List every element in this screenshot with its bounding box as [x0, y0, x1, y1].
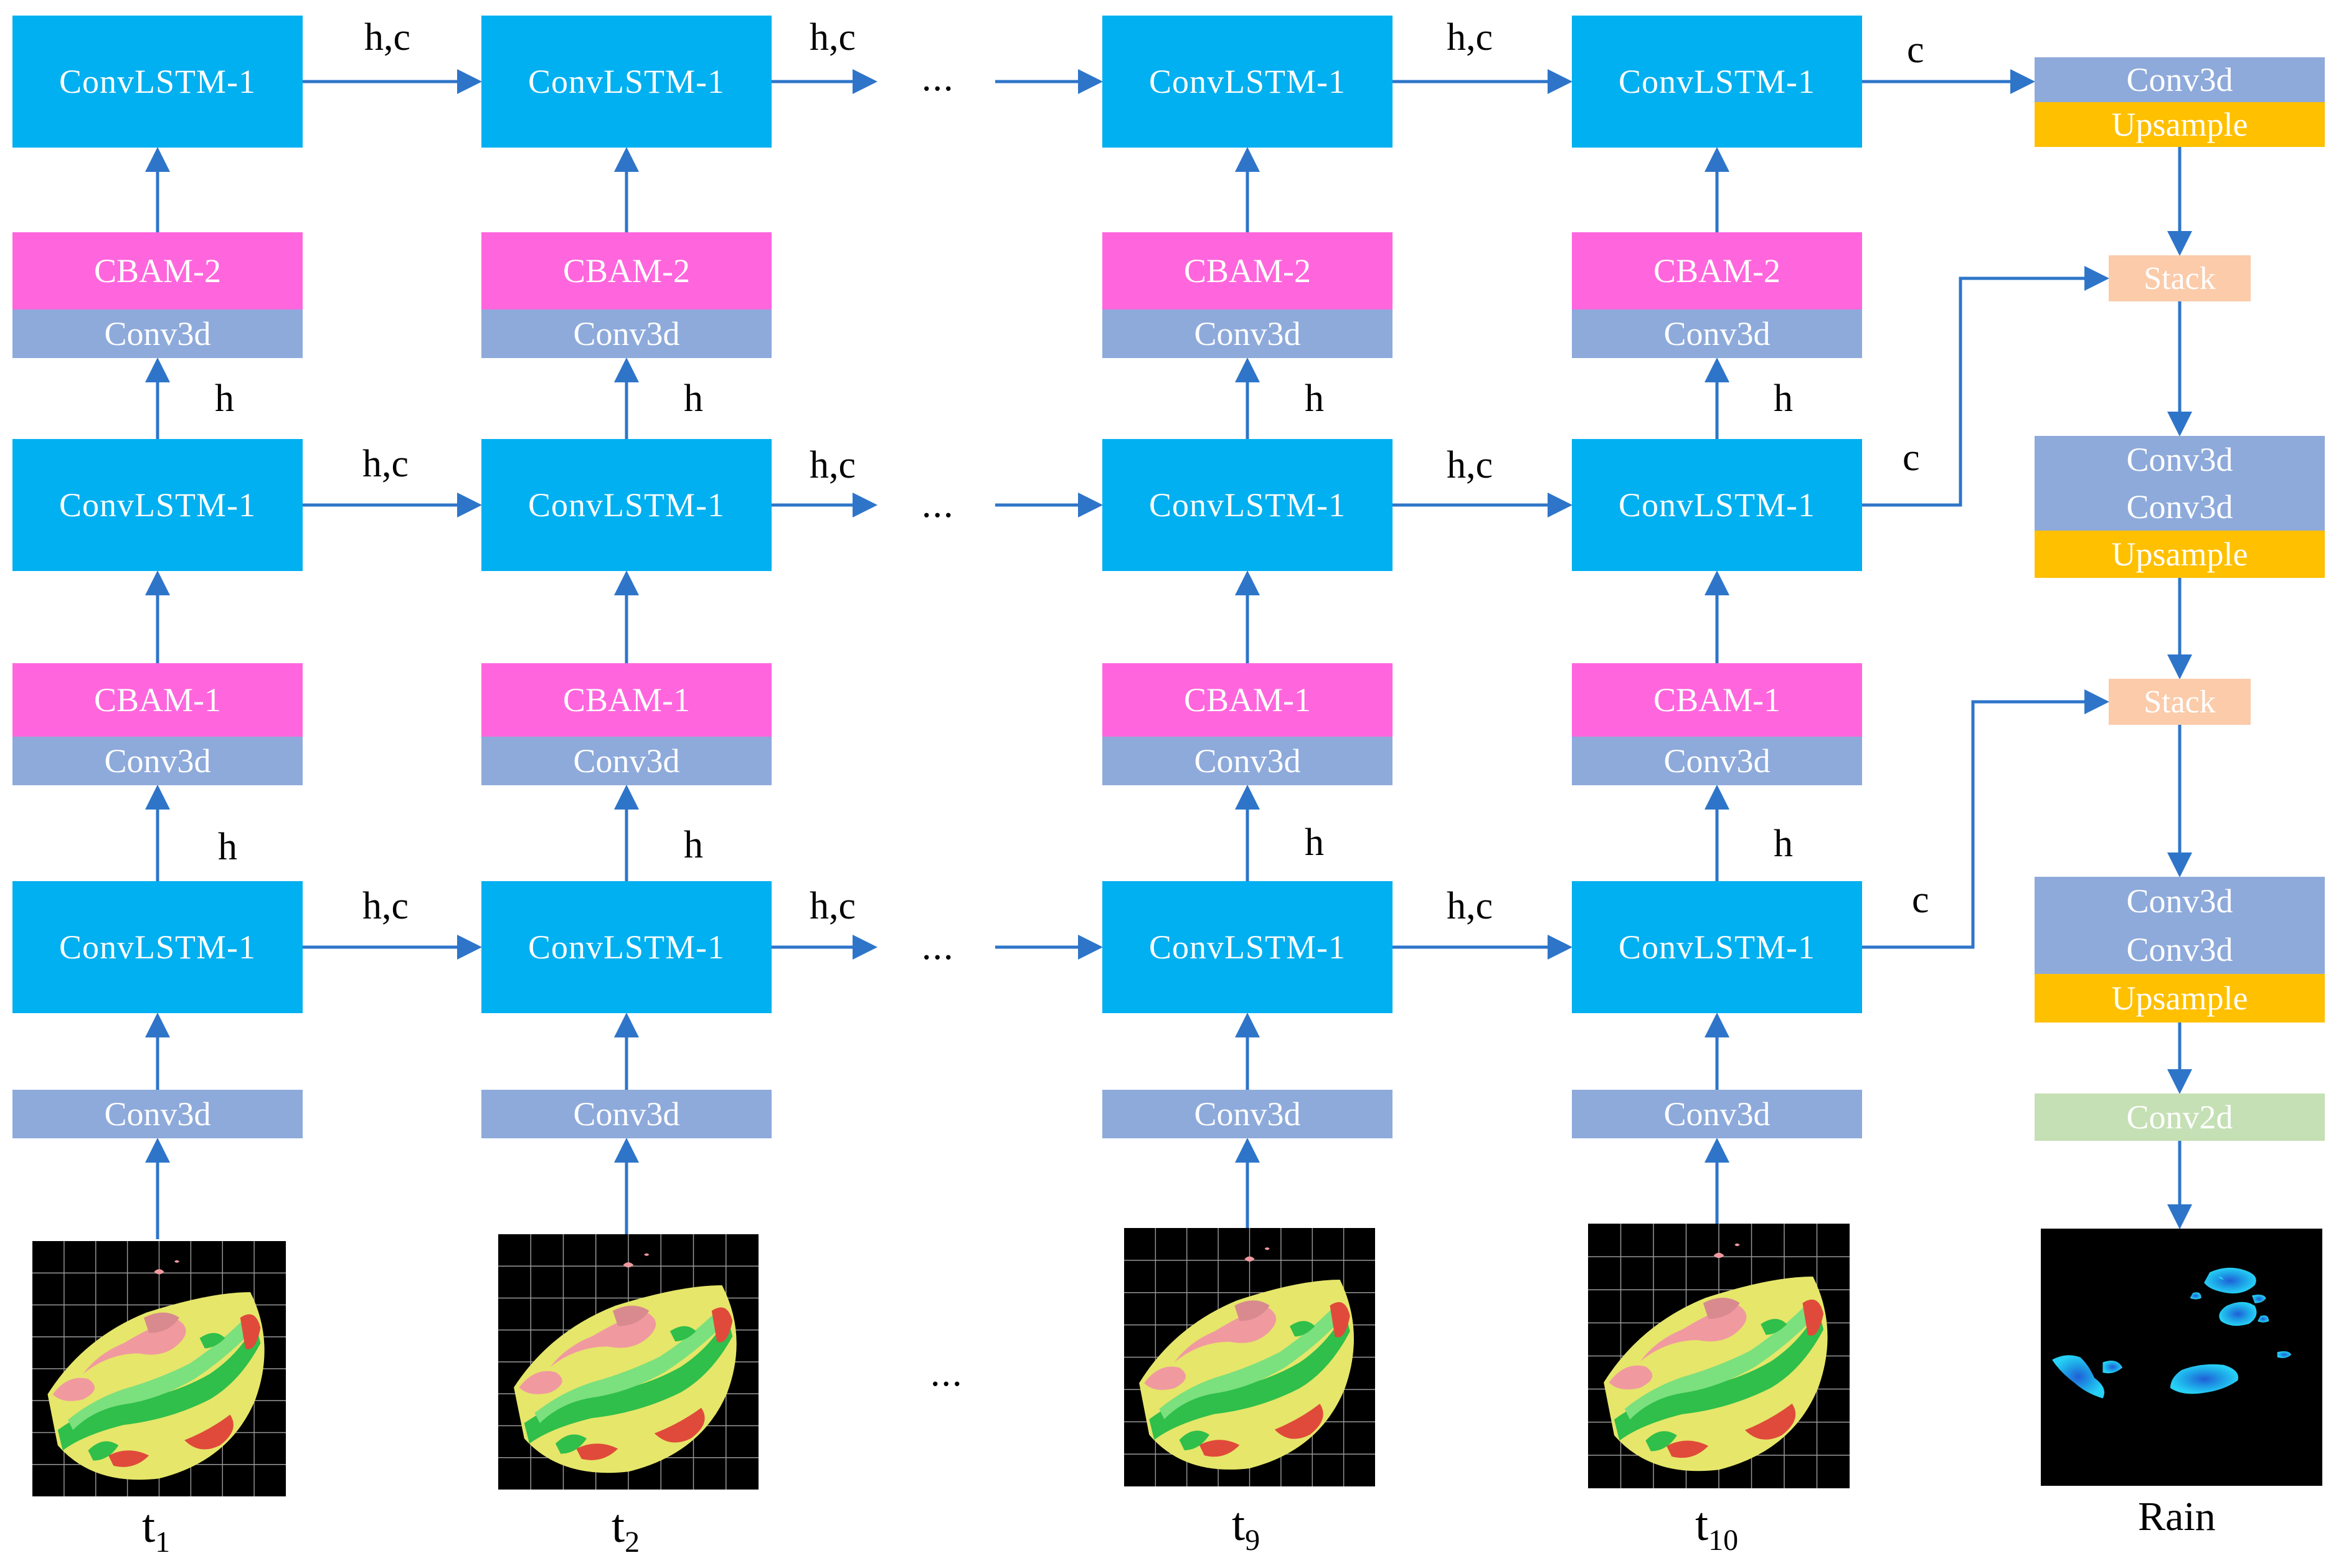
convlstm-t9-layer3: ConvLSTM-1 — [1102, 16, 1393, 148]
label-hc-row1-2: h,c — [810, 885, 856, 927]
label-h-t2-lower: h — [684, 824, 703, 866]
label-c-row3: c — [1907, 29, 1924, 71]
decoder-conv2d: Conv2d — [2035, 1093, 2325, 1141]
convlstm-t1-layer1: ConvLSTM-1 — [12, 881, 303, 1013]
conv3d-t9-mid: Conv3d — [1102, 737, 1393, 785]
cbam1-t10: CBAM-1 — [1572, 663, 1862, 737]
convlstm-t10-layer1: ConvLSTM-1 — [1572, 881, 1862, 1013]
arrow-c-row2-to-stack1 — [1862, 266, 2109, 507]
convlstm-t1-layer2: ConvLSTM-1 — [12, 439, 303, 571]
conv3d-t10-mid: Conv3d — [1572, 737, 1862, 785]
label-h-t2-upper: h — [684, 377, 703, 420]
decoder-upsample-1: Upsample — [2035, 102, 2325, 147]
time-label-t1: t1 — [142, 1500, 171, 1559]
convlstm-t9-layer1: ConvLSTM-1 — [1102, 881, 1393, 1013]
label-hc-row3-1: h,c — [364, 16, 411, 59]
conv3d-t10-upper: Conv3d — [1572, 309, 1862, 358]
output-label-rain: Rain — [2138, 1494, 2216, 1539]
label-hc-row3-3: h,c — [1447, 16, 1493, 59]
convlstm-t10-layer3: ConvLSTM-1 — [1572, 16, 1862, 148]
convlstm-t1-layer3: ConvLSTM-1 — [12, 16, 303, 148]
ellipsis-frames: ... — [930, 1352, 963, 1394]
ellipsis-row1: ... — [922, 925, 955, 968]
label-hc-row2-2: h,c — [810, 444, 856, 486]
time-label-t2: t2 — [612, 1500, 640, 1559]
label-h-t10-upper: h — [1774, 377, 1793, 420]
decoder-upsample-2: Upsample — [2035, 531, 2325, 578]
cbam2-t2: CBAM-2 — [481, 232, 772, 309]
decoder-stack-2: Stack — [2109, 679, 2251, 725]
decoder-stack-1: Stack — [2109, 255, 2251, 301]
radar-image-t1 — [32, 1241, 286, 1496]
label-hc-row3-2: h,c — [810, 16, 856, 59]
label-h-t1-upper: h — [215, 377, 234, 420]
conv3d-t2-mid: Conv3d — [481, 737, 772, 785]
convlstm-t10-layer2: ConvLSTM-1 — [1572, 439, 1862, 571]
label-h-t9-upper: h — [1305, 377, 1324, 420]
decoder-conv3d-1: Conv3d — [2035, 57, 2325, 102]
conv3d-t9-upper: Conv3d — [1102, 309, 1393, 358]
ellipsis-row3: ... — [922, 57, 955, 99]
rain-output-image — [2041, 1229, 2322, 1486]
label-h-t1-lower: h — [218, 826, 237, 868]
decoder-upsample-3: Upsample — [2035, 974, 2325, 1023]
conv3d-t1-input: Conv3d — [12, 1090, 303, 1138]
cbam1-t2: CBAM-1 — [481, 663, 772, 737]
cbam2-t1: CBAM-2 — [12, 232, 303, 309]
cbam2-t9: CBAM-2 — [1102, 232, 1393, 309]
cbam2-t10: CBAM-2 — [1572, 232, 1862, 309]
convlstm-t2-layer2: ConvLSTM-1 — [481, 439, 772, 571]
convlstm-t2-layer3: ConvLSTM-1 — [481, 16, 772, 148]
radar-image-t10 — [1588, 1224, 1850, 1488]
radar-image-t9 — [1124, 1228, 1375, 1486]
label-c-row2: c — [1903, 437, 1920, 479]
decoder-conv3d-3b: Conv3d — [2035, 925, 2325, 974]
label-h-t10-lower: h — [1774, 823, 1793, 865]
conv3d-t9-input: Conv3d — [1102, 1090, 1393, 1138]
decoder-conv3d-2a: Conv3d — [2035, 436, 2325, 483]
conv3d-t2-upper: Conv3d — [481, 309, 772, 358]
conv3d-t10-input: Conv3d — [1572, 1090, 1862, 1138]
convlstm-t9-layer2: ConvLSTM-1 — [1102, 439, 1393, 571]
cbam1-t1: CBAM-1 — [12, 663, 303, 737]
label-c-row1: c — [1912, 879, 1929, 921]
convlstm-t2-layer1: ConvLSTM-1 — [481, 881, 772, 1013]
label-hc-row1-3: h,c — [1447, 885, 1493, 927]
conv3d-t2-input: Conv3d — [481, 1090, 772, 1138]
arrow-c-row1-to-stack2 — [1862, 689, 2109, 949]
decoder-conv3d-3a: Conv3d — [2035, 877, 2325, 925]
label-hc-row2-1: h,c — [362, 443, 409, 485]
cbam1-t9: CBAM-1 — [1102, 663, 1393, 737]
decoder-conv3d-2b: Conv3d — [2035, 483, 2325, 531]
label-h-t9-lower: h — [1305, 821, 1324, 864]
conv3d-t1-upper: Conv3d — [12, 309, 303, 358]
time-label-t10: t10 — [1695, 1498, 1739, 1557]
radar-image-t2 — [498, 1234, 759, 1490]
ellipsis-row2: ... — [922, 483, 955, 526]
label-hc-row1-1: h,c — [362, 885, 409, 927]
conv3d-t1-mid: Conv3d — [12, 737, 303, 785]
label-hc-row2-3: h,c — [1447, 444, 1493, 486]
time-label-t9: t9 — [1232, 1498, 1260, 1557]
